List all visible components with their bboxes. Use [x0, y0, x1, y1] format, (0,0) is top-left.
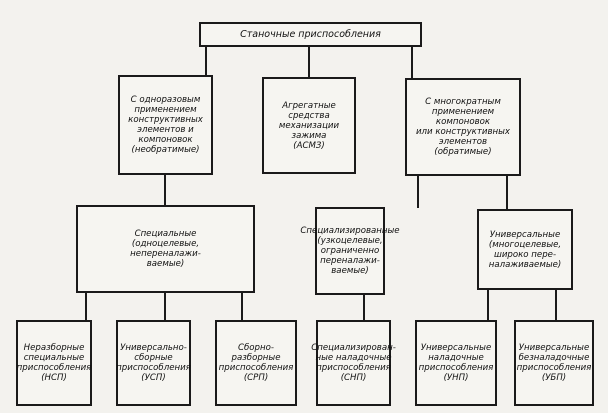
snp-box: Специализирован- ные наладочные приспосо…: [311, 320, 396, 406]
specialized-box: Специализированные (узкоцелевые, огранич…: [300, 207, 400, 295]
universal-box: Универсальные (многоцелевые, широкo пере…: [477, 209, 573, 290]
srp-box: Сборно- разборные приспособления (СРП): [215, 320, 297, 406]
multi-use-box: С многократным применением компоновок ил…: [405, 78, 521, 176]
root-box: Станочные приспособления: [199, 22, 422, 47]
single-use-box: С одноразовым применением конструктивных…: [118, 75, 213, 175]
special-box: Специальные (одноцелевые, непереналажи- …: [76, 205, 255, 293]
nsp-box: Неразборные специальные приспособления (…: [16, 320, 92, 406]
asmz-box: Агрегатные средства механизации зажима (…: [262, 77, 356, 174]
usp-box: Универсально- сборные приспособления (УС…: [116, 320, 191, 406]
unp-box: Универсальные наладочные приспособления …: [415, 320, 497, 406]
ubp-box: Универсальные безналадочные приспособлен…: [514, 320, 594, 406]
